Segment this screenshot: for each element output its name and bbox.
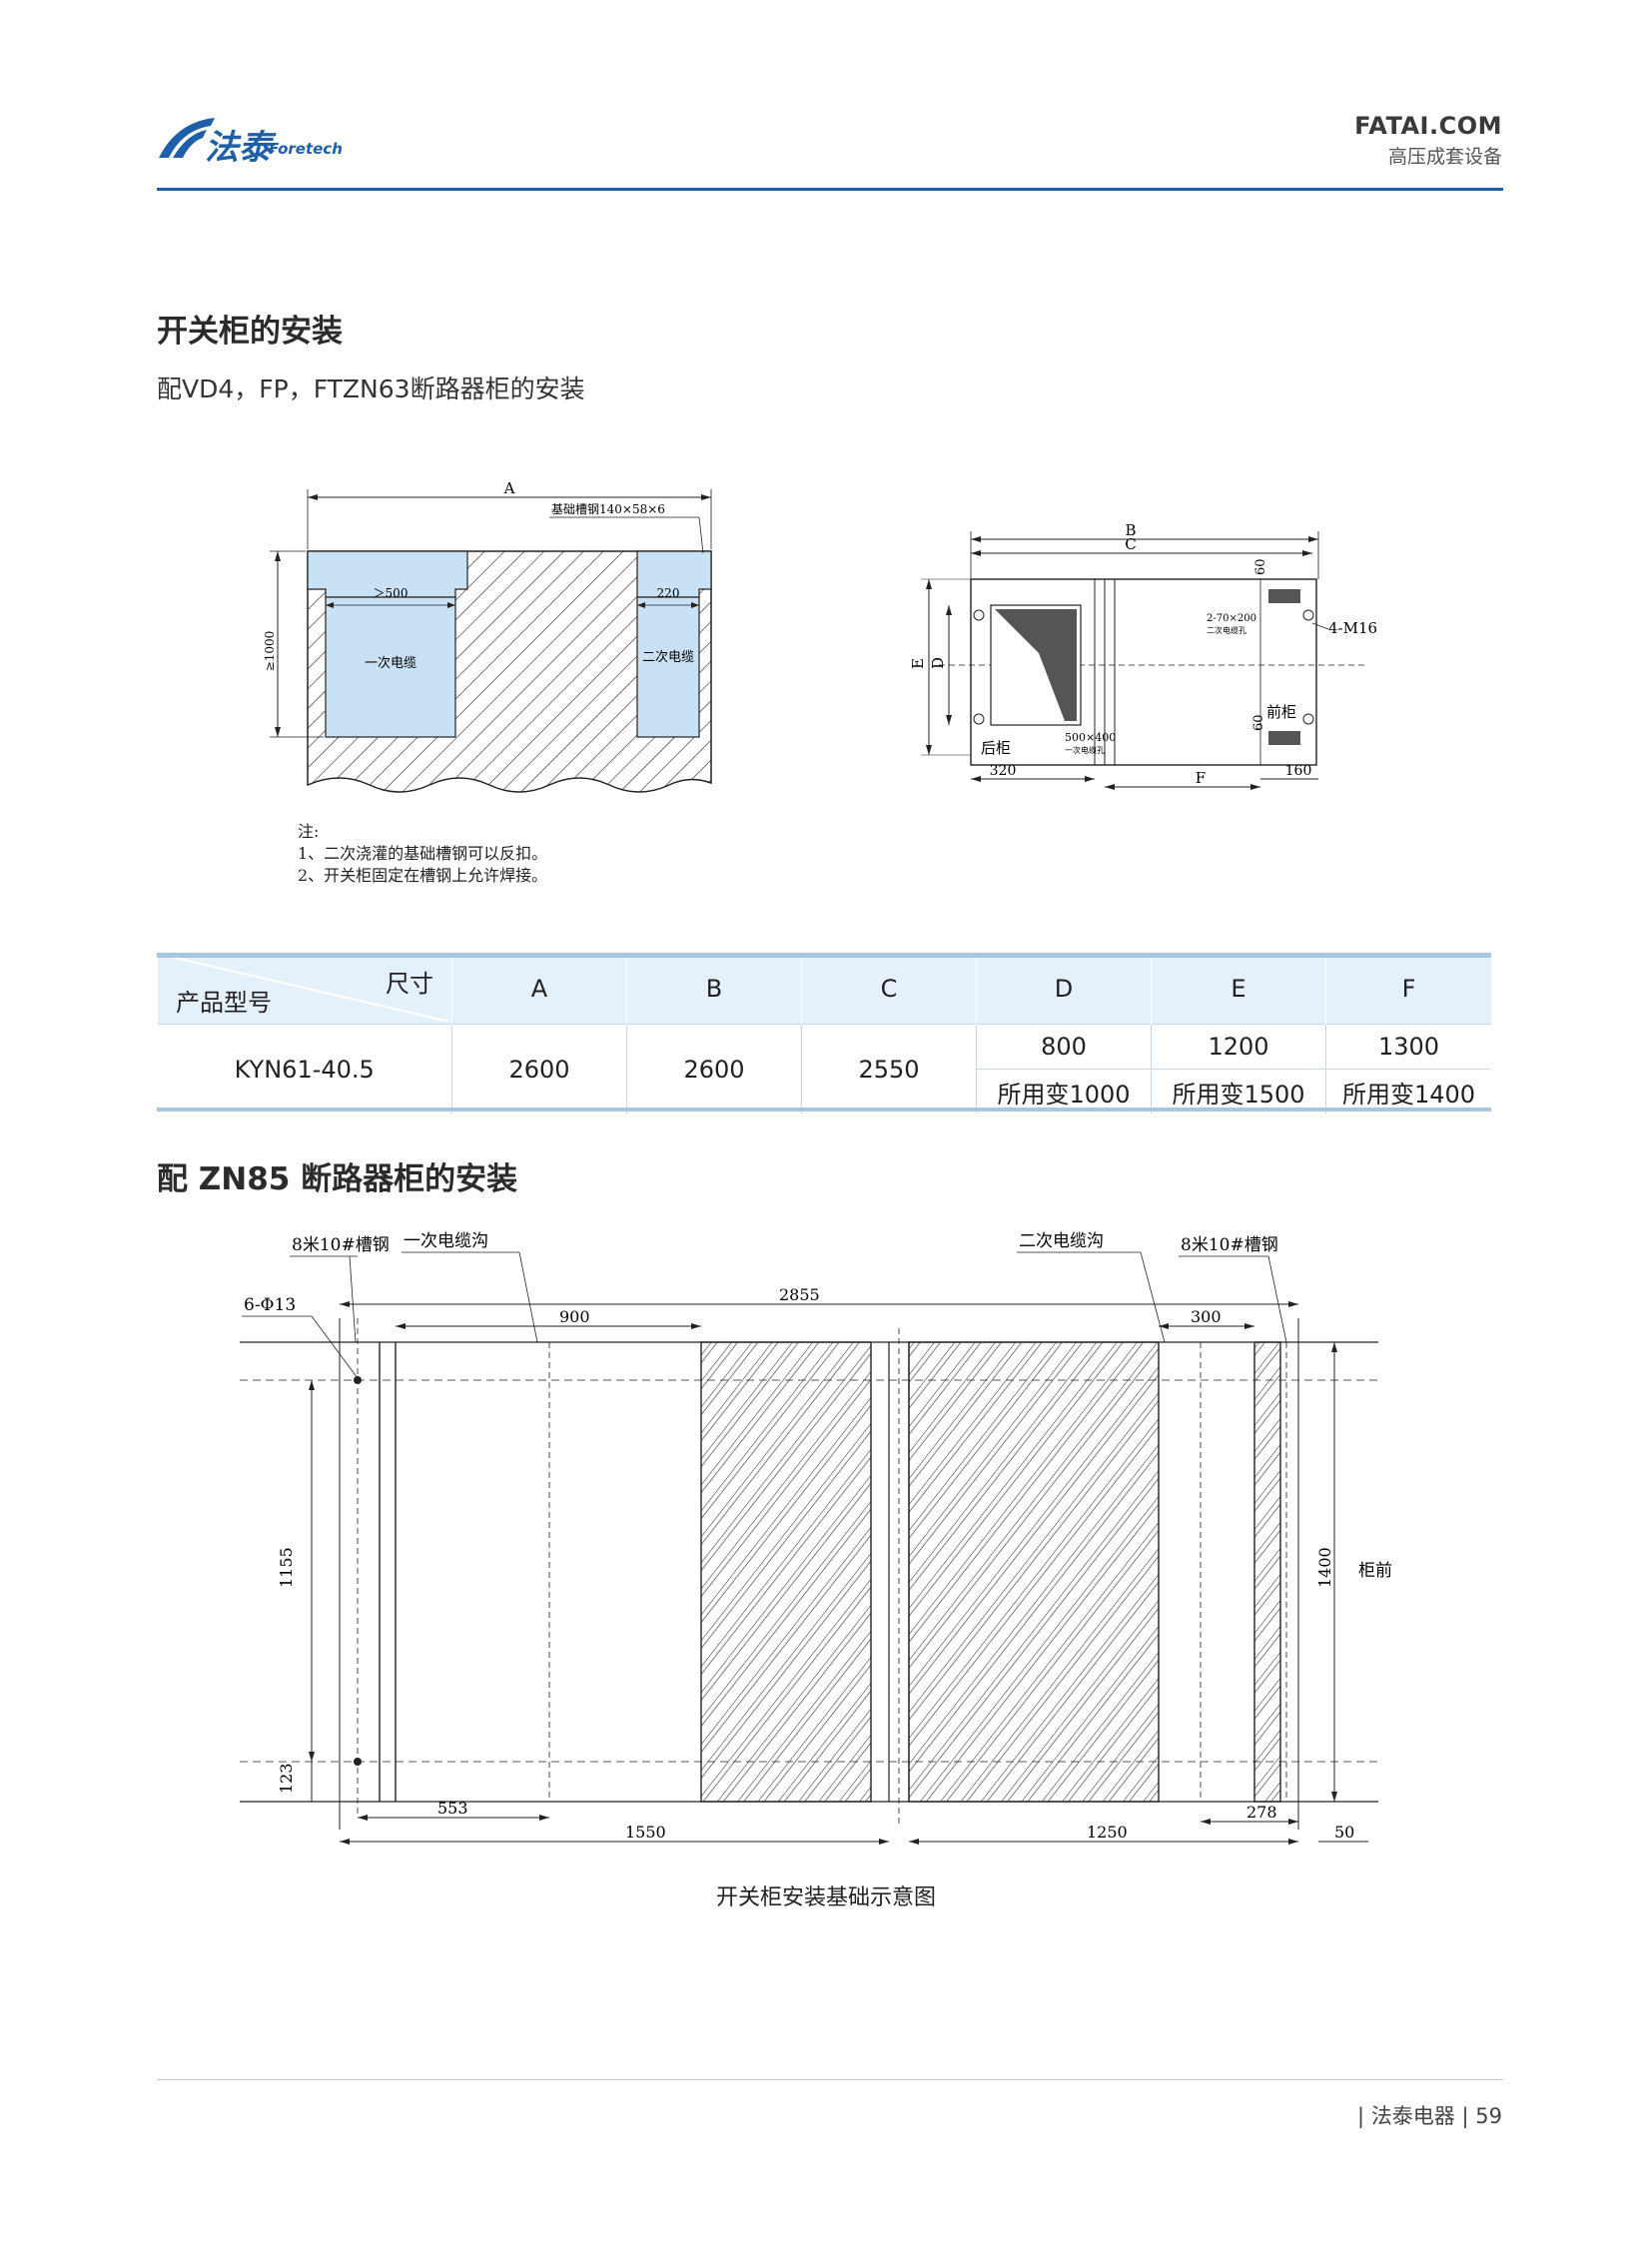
dim-2855-label: 2855: [779, 1285, 820, 1304]
table-row: 所用变1000 所用变1500 所用变1400: [158, 1069, 1491, 1114]
figure-caption: 开关柜安装基础示意图: [715, 1885, 936, 1910]
dim-e-label: E: [909, 658, 927, 669]
col-header-f: F: [1325, 954, 1491, 1025]
dim-1400-label: 1400: [1315, 1547, 1334, 1588]
dim-553-label: 553: [437, 1799, 468, 1818]
page-number: 59: [1475, 2104, 1502, 2128]
footer-company: 法泰电器: [1370, 2104, 1455, 2128]
dim-1155-label: 1155: [277, 1547, 296, 1588]
dim-b-label: B: [1125, 521, 1136, 539]
dim-900-label: 900: [559, 1307, 590, 1326]
gap-left-label: ＞500: [374, 586, 409, 600]
cell-f2: 所用变1400: [1325, 1069, 1491, 1114]
note-item: 1、二次浇灌的基础槽钢可以反扣。: [298, 844, 548, 863]
cell-e1: 1200: [1151, 1024, 1326, 1070]
model-cell: KYN61-40.5: [157, 1024, 452, 1114]
hatched-block-2: [908, 1341, 1160, 1803]
holes-label: 6-Φ13: [244, 1295, 296, 1315]
notes-title: 注:: [298, 822, 320, 841]
cell-e2: 所用变1500: [1151, 1069, 1326, 1114]
opening-label: 500×400: [1065, 731, 1116, 744]
dim-320-label: 320: [990, 763, 1017, 779]
dim-a-label: A: [503, 479, 515, 497]
col-header-c: C: [801, 954, 977, 1025]
dimension-table: 尺寸 产品型号 A B C D E F KYN61-40.5 2600 2600…: [157, 954, 1491, 1114]
header-rule: [157, 188, 1503, 191]
cell-a: 2600: [451, 1024, 627, 1114]
steel-left-label: 8米10#槽钢: [292, 1235, 390, 1255]
section1-subtitle: 配VD4，FP，FTZN63断路器柜的安装: [157, 374, 585, 403]
note-item: 2、开关柜固定在槽钢上允许焊接。: [298, 866, 548, 885]
dim-1550-label: 1550: [625, 1823, 666, 1842]
primary-cable-label: 一次电缆: [365, 655, 416, 671]
table-row: KYN61-40.5 2600 2600 2550 800 1200 1300: [157, 1024, 1491, 1114]
cell-d2: 所用变1000: [976, 1069, 1152, 1114]
brand-cn: 法泰: [205, 128, 273, 168]
col-header-e: E: [1151, 954, 1326, 1025]
dim-60-top-label: 60: [1253, 558, 1268, 575]
cell-f1: 1300: [1325, 1024, 1491, 1070]
height-label: ≥1000: [263, 631, 277, 672]
dim-278-label: 278: [1246, 1803, 1277, 1822]
primary-trench: [325, 596, 456, 738]
rear-label: 后柜: [981, 739, 1011, 757]
dim-c-label: C: [1125, 535, 1136, 553]
dim-50-label: 50: [1334, 1823, 1354, 1842]
site-url: FATAI.COM: [1354, 112, 1502, 140]
primary-trench-label: 一次电缆沟: [404, 1231, 488, 1251]
front-label: 前柜: [1266, 703, 1296, 721]
opening-sub-label: 一次电缆孔: [1065, 745, 1105, 755]
hatched-block-3: [1253, 1341, 1281, 1803]
diagonal-line: [158, 954, 449, 1022]
logo-swoosh-icon: [159, 118, 215, 158]
holes-label: 2-70×200: [1207, 613, 1256, 624]
hatched-block-1: [700, 1341, 872, 1803]
secondary-cable-label: 二次电缆: [642, 649, 694, 665]
dim-160-label: 160: [1285, 763, 1312, 779]
footer: | 法泰电器 | 59: [1357, 2100, 1502, 2130]
dim-1250-label: 1250: [1087, 1823, 1128, 1842]
col-header-d: D: [976, 954, 1152, 1025]
cabinet-plan-diagram: B C 500×400 一次电缆孔 后柜 60 60 2-70×200 二次电缆…: [909, 521, 1377, 790]
tagline: 高压成套设备: [1387, 146, 1502, 168]
col-header-b: B: [626, 954, 802, 1025]
secondary-trench-label: 二次电缆沟: [1019, 1231, 1104, 1251]
dim-123-label: 123: [277, 1763, 296, 1794]
dim-60-bot-label: 60: [1251, 714, 1266, 731]
notes: 注: 1、二次浇灌的基础槽钢可以反扣。 2、开关柜固定在槽钢上允许焊接。: [298, 821, 547, 887]
steel-right-label: 8米10#槽钢: [1181, 1235, 1278, 1255]
holes-sub-label: 二次电缆孔: [1207, 625, 1246, 635]
footer-rule: [157, 2079, 1503, 2080]
corner-top: 尺寸: [386, 970, 433, 998]
cell-d1: 800: [976, 1024, 1152, 1070]
cell-b: 2600: [626, 1024, 802, 1114]
dim-300-label: 300: [1191, 1307, 1222, 1326]
brand-en: Foretech: [269, 140, 343, 158]
brand-logo: 法泰 Foretech: [157, 112, 357, 168]
table-top-rule: [157, 953, 1491, 958]
col-header-a: A: [451, 954, 627, 1025]
secondary-trench: [636, 596, 700, 738]
dim-d-label: D: [929, 657, 947, 669]
corner-bottom: 产品型号: [176, 989, 272, 1017]
front-label: 柜前: [1358, 1561, 1392, 1581]
table-bottom-rule: [157, 1108, 1491, 1112]
bolts-label: 4-M16: [1328, 619, 1377, 637]
section2-title: 配 ZN85 断路器柜的安装: [157, 1161, 518, 1197]
gap-right-label: 220: [657, 586, 680, 600]
foundation-section-diagram: A 基础槽钢140×58×6 ≥1000 ＞500 220 一次电缆 二次电缆: [263, 479, 712, 793]
table-corner: 尺寸 产品型号: [157, 954, 452, 1025]
cell-c: 2550: [801, 1024, 977, 1114]
section1-title: 开关柜的安装: [157, 314, 343, 350]
footer-separator: |: [1461, 2104, 1469, 2128]
steel-spec-label: 基础槽钢140×58×6: [551, 502, 665, 516]
zn85-foundation-diagram: 8米10#槽钢 一次电缆沟 二次电缆沟 8米10#槽钢 6-Φ13 2855 9…: [240, 1231, 1392, 1845]
dim-f-label: F: [1196, 769, 1206, 787]
footer-separator: |: [1357, 2104, 1365, 2128]
